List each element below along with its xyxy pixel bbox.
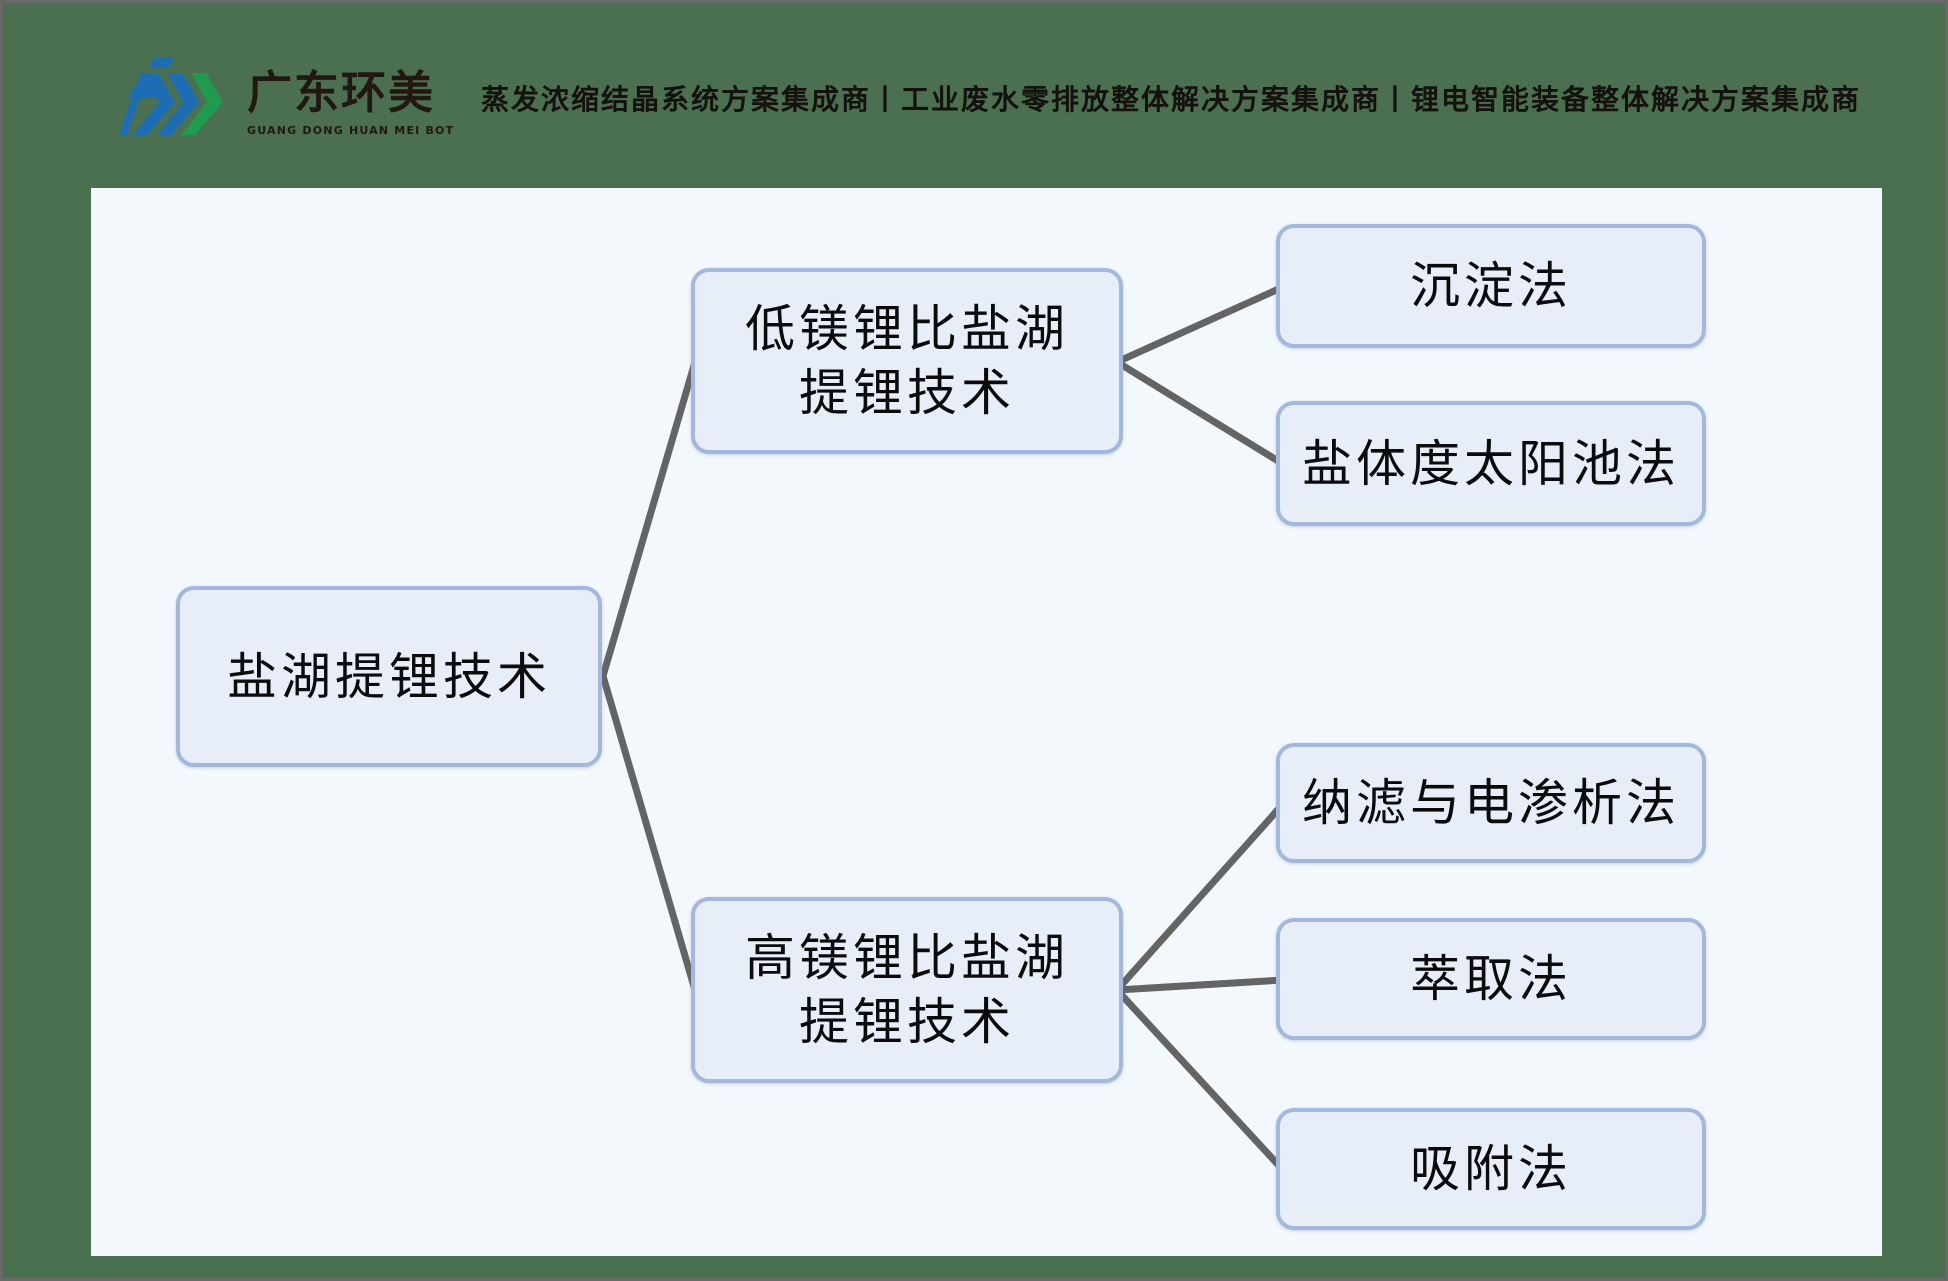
node-adsorption-method: 吸附法 [1276, 1108, 1706, 1230]
header-tagline: 蒸发浓缩结晶系统方案集成商丨工业废水零排放整体解决方案集成商丨锂电智能装备整体解… [481, 83, 1862, 116]
node-extraction-method-label: 萃取法 [1410, 950, 1572, 1008]
node-root-label: 盐湖提锂技术 [227, 647, 551, 706]
logo-title: 广东环美 [247, 66, 436, 119]
logo-subtitle: GUANG DONG HUAN MEI BOT [247, 124, 455, 137]
node-branch-high-mg: 高镁锂比盐湖 提锂技术 [691, 897, 1123, 1083]
node-branch-high-mg-line1: 高镁锂比盐湖 [745, 929, 1069, 987]
node-adsorption-method-label: 吸附法 [1410, 1140, 1572, 1198]
node-branch-low-mg: 低镁锂比盐湖 提锂技术 [691, 268, 1123, 454]
logo: 广东环美 GUANG DONG HUAN MEI BOT [247, 69, 454, 137]
node-nanofiltration-electrodialysis-method-label: 纳滤与电渗析法 [1302, 774, 1680, 832]
diagram-panel: 盐湖提锂技术 低镁锂比盐湖 提锂技术 高镁锂比盐湖 提锂技术 沉淀法 盐体度太阳… [91, 188, 1882, 1256]
node-nanofiltration-electrodialysis-method: 纳滤与电渗析法 [1276, 743, 1706, 863]
node-branch-low-mg-line1: 低镁锂比盐湖 [745, 300, 1069, 358]
logo-mark-icon [119, 57, 223, 135]
node-precipitation-method: 沉淀法 [1276, 224, 1706, 348]
connector-lines [599, 283, 1287, 1174]
node-salinity-solar-pond-method: 盐体度太阳池法 [1276, 401, 1706, 526]
node-salinity-solar-pond-method-label: 盐体度太阳池法 [1302, 434, 1680, 493]
node-precipitation-method-label: 沉淀法 [1410, 257, 1572, 315]
node-extraction-method: 萃取法 [1276, 918, 1706, 1040]
node-branch-high-mg-line2: 提锂技术 [799, 993, 1015, 1051]
node-root: 盐湖提锂技术 [176, 586, 602, 767]
node-branch-low-mg-line2: 提锂技术 [799, 364, 1015, 422]
